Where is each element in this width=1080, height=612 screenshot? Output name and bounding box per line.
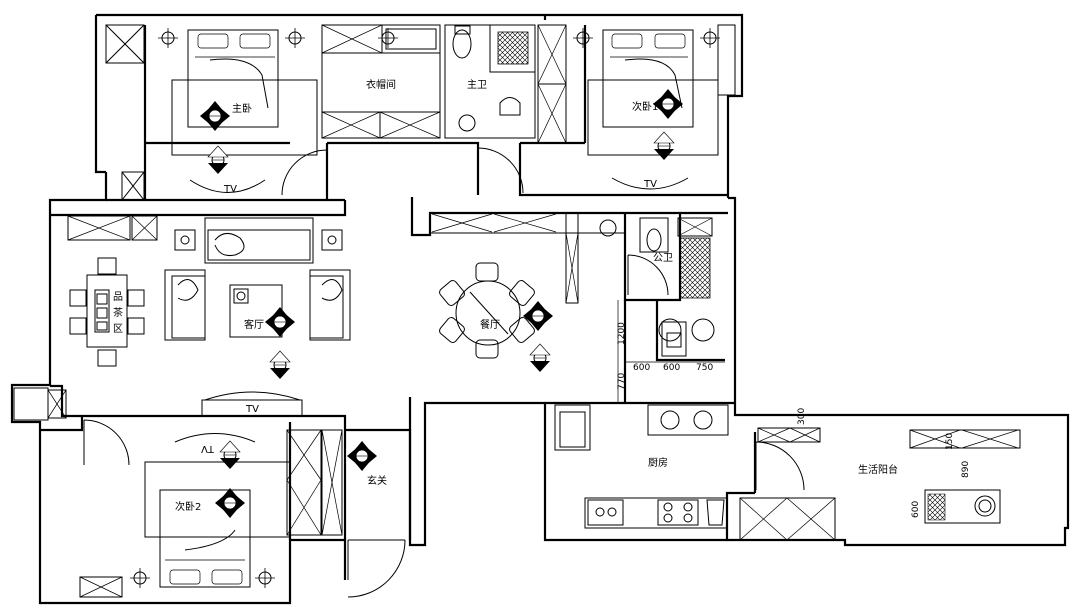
kitchen: 厨房 [554,404,729,529]
entrance: 玄关 [346,440,387,487]
master-bath: 主卫 [444,24,536,139]
room-label-bedroom-1: 次卧1 [632,100,658,113]
dim-600c: 600 [911,501,921,518]
room-label-balcony: 生活阳台 [858,463,898,476]
room-label-closet: 衣帽间 [366,78,396,91]
living-room: 客厅 TV [67,215,351,417]
tv-label-master: TV [223,184,237,195]
tea-area: 品 茶 区 [69,257,145,367]
room-label-kitchen: 厨房 [648,456,668,469]
second-bedroom-2: TV 次卧2 [13,387,343,598]
tv-label-bedroom-2: TV [201,443,215,454]
public-bath: 公卫 [639,217,713,299]
dim-770: 770 [617,373,627,390]
room-label-dining: 餐厅 [480,318,500,331]
dim-150: 150 [945,433,955,450]
second-bedroom-1: 次卧1 TV [572,24,736,190]
dim-1200: 1200 [617,322,627,345]
tea-area-label-3: 区 [113,323,123,335]
master-bedroom: 主卧 TV [105,24,318,201]
doors [83,147,805,598]
room-label-public-bath: 公卫 [653,253,673,264]
dim-600b: 600 [663,363,680,373]
room-label-living: 客厅 [244,318,264,331]
dim-890: 890 [961,461,971,478]
dining-room: 餐厅 [429,212,626,373]
dim-300: 300 [797,408,807,425]
tea-area-label-2: 茶 [113,306,123,319]
dim-600a: 600 [633,363,650,373]
utility-balcony: 生活阳台 300 890 150 600 [739,408,1021,541]
dim-750: 750 [696,363,713,373]
tv-label-living: TV [245,404,259,415]
room-label-entrance: 玄关 [367,474,387,487]
walk-in-closet: 衣帽间 [321,24,441,139]
tea-area-label-1: 品 [113,291,123,303]
room-label-master-bath: 主卫 [467,79,487,91]
room-label-bedroom-2: 次卧2 [175,500,201,513]
tv-label-bedroom-1: TV [643,179,657,190]
wardrobe-column [537,24,567,144]
kitchen-island-area: 1200 770 600 600 750 [617,300,725,403]
room-label-master: 主卧 [232,102,252,115]
